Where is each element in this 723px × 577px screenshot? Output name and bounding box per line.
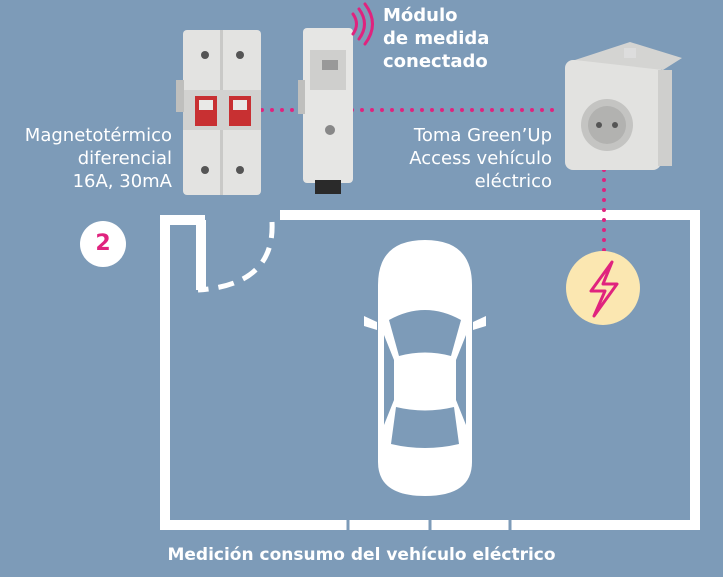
module-label: Módulo de medida conectado	[383, 5, 490, 72]
garage-gaps	[346, 520, 512, 532]
door-swing-arc	[197, 221, 275, 293]
caption: Medición consumo del vehículo eléctrico	[167, 545, 556, 565]
circuit-breaker-icon	[176, 30, 261, 195]
breaker-label: Magnetotérmico diferencial 16A, 30mA	[24, 125, 172, 192]
measurement-module-icon	[298, 28, 353, 194]
car-icon	[364, 240, 486, 496]
lightning-bolt-icon	[566, 251, 640, 325]
wireless-signal-icon	[351, 2, 374, 46]
wall-socket-icon	[565, 42, 682, 170]
step-badge: 2	[80, 221, 126, 267]
socket-label: Toma Green’Up Access vehículo eléctrico	[409, 125, 552, 192]
